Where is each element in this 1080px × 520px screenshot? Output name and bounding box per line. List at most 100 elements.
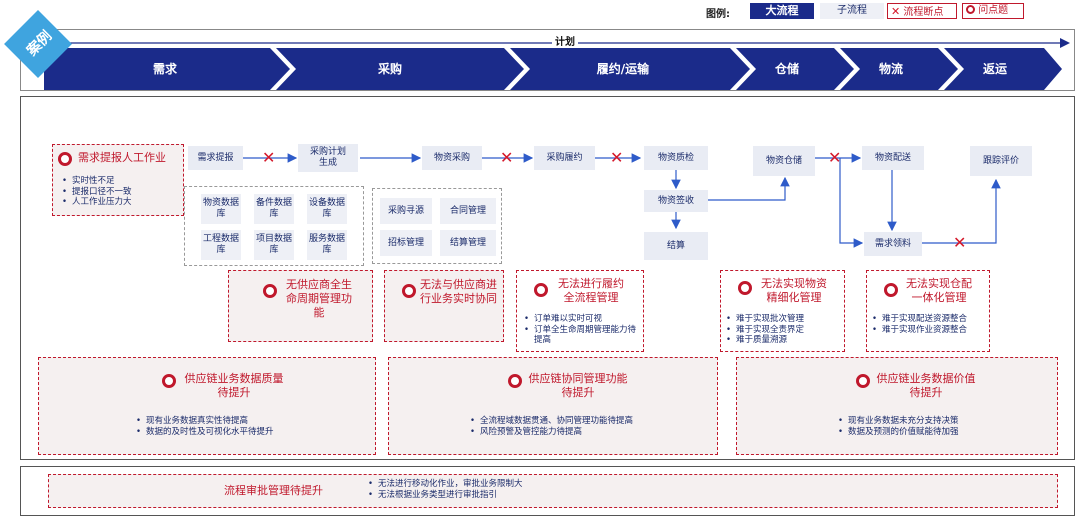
database-item: 物资数据库 — [201, 194, 241, 224]
stage-demand: 需求 — [152, 62, 177, 76]
issue-box-supplier — [228, 270, 373, 342]
database-item: 工程数据库 — [201, 230, 241, 260]
bullet-item: 现有业务数据真实性待提高 — [136, 416, 336, 427]
node-sign-receipt: 物资签收 — [644, 190, 708, 212]
issue-circle-icon — [58, 152, 72, 166]
approval-bullets: 无法进行移动化作业，审批业务限制大 无法根据业务类型进行审批指引 — [368, 479, 668, 500]
database-item: 服务数据库 — [307, 230, 347, 260]
issue-circle-icon — [884, 283, 898, 297]
purchase-sub-item: 合同管理 — [440, 198, 496, 224]
bullet-item: 人工作业压力大 — [62, 197, 180, 208]
stage-logistics: 物流 — [878, 62, 903, 76]
bullet-item: 实时性不足 — [62, 176, 180, 187]
plan-label: 计划 — [552, 33, 578, 48]
big-issue-box — [38, 357, 376, 455]
stage-logistics-shape — [840, 48, 958, 90]
issue-box-sync — [384, 270, 504, 342]
issue-bullets: 难于实现批次管理 难于实现全责界定 难于质量溯源 — [726, 314, 842, 346]
node-material-purchase: 物资采购 — [422, 146, 482, 170]
breakpoint-x-icon: ✕ — [828, 148, 842, 167]
bullet-item: 难于实现全责界定 — [726, 325, 842, 336]
bullet-item: 数据的及时性及可视化水平待提升 — [136, 427, 336, 438]
bullet-item: 难于实现批次管理 — [726, 314, 842, 325]
database-item: 设备数据库 — [307, 194, 347, 224]
bullet-item: 现有业务数据未充分支持决策 — [838, 416, 1038, 427]
issue-circle-icon — [856, 374, 870, 388]
issue-circle-icon — [508, 374, 522, 388]
database-item: 备件数据库 — [254, 194, 294, 224]
database-item: 项目数据库 — [254, 230, 294, 260]
approval-title: 流程审批管理待提升 — [224, 484, 323, 497]
big-issue-box — [388, 357, 718, 455]
issue-circle-icon — [738, 281, 752, 295]
demand-issue-title: 需求提报人工作业 — [78, 151, 166, 164]
big-issue-title: 供应链业务数据质量待提升 — [184, 372, 284, 399]
issue-circle-icon — [402, 284, 416, 298]
stage-purchase-shape — [276, 48, 524, 90]
bullet-item: 订单难以实时可视 — [524, 314, 642, 325]
stage-chevrons — [44, 48, 1062, 90]
big-issue-title: 供应链业务数据价值待提升 — [876, 372, 976, 399]
bullet-item: 难于实现配送资源整合 — [872, 314, 990, 325]
purchase-sub-item: 招标管理 — [380, 230, 432, 256]
breakpoint-x-icon: ✕ — [891, 5, 901, 18]
stage-warehouse: 仓储 — [774, 62, 799, 76]
legend-sub-flow: 子流程 — [820, 3, 884, 19]
big-issue-bullets: 全流程域数据贯通、协同管理功能待提高 风险预警及管控能力待提高 — [470, 416, 700, 437]
bullet-item: 无法进行移动化作业，审批业务限制大 — [368, 479, 668, 490]
node-warehouse: 物资仓储 — [753, 146, 815, 176]
node-quality-check: 物资质检 — [644, 146, 708, 170]
bullet-item: 风险预警及管控能力待提高 — [470, 427, 700, 438]
bullet-item: 难于质量溯源 — [726, 335, 842, 346]
big-issue-title: 供应链协同管理功能待提升 — [528, 372, 628, 399]
issue-title: 无法进行履约全流程管理 — [558, 277, 624, 304]
purchase-sub-item: 采购寻源 — [380, 198, 432, 224]
bullet-item: 订单全生命周期管理能力待提高 — [524, 325, 642, 346]
big-issue-box — [736, 357, 1058, 455]
bullet-item: 全流程域数据贯通、协同管理功能待提高 — [470, 416, 700, 427]
breakpoint-x-icon: ✕ — [262, 148, 276, 167]
legend-issue-label: 问点题 — [978, 5, 1009, 16]
legend-main-flow: 大流程 — [750, 3, 814, 19]
issue-bullets: 订单难以实时可视 订单全生命周期管理能力待提高 — [524, 314, 642, 346]
node-purchase-plan: 采购计划生成 — [298, 144, 358, 172]
breakpoint-x-icon: ✕ — [500, 148, 514, 167]
legend-label: 图例: — [706, 9, 730, 20]
stage-demand-shape — [44, 48, 290, 90]
issue-circle-icon — [263, 284, 277, 298]
big-issue-bullets: 现有业务数据未充分支持决策 数据及预测的价值赋能待加强 — [838, 416, 1038, 437]
stage-purchase: 采购 — [377, 62, 402, 76]
issue-bullets: 难于实现配送资源整合 难于实现作业资源整合 — [872, 314, 990, 335]
legend-issue: 问点题 — [962, 3, 1024, 19]
purchase-sub-item: 结算管理 — [440, 230, 496, 256]
stage-fulfill: 履约/运输 — [596, 62, 650, 76]
issue-circle-icon — [534, 283, 548, 297]
breakpoint-x-icon: ✕ — [610, 148, 624, 167]
demand-issue-bullets: 实时性不足 提报口径不一致 人工作业压力大 — [62, 176, 180, 208]
node-settlement: 结算 — [644, 232, 708, 260]
issue-title: 无供应商全生命周期管理功能 — [286, 278, 352, 319]
issue-title: 无法与供应商进行业务实时协同 — [420, 278, 497, 305]
breakpoint-x-icon: ✕ — [953, 233, 967, 252]
bullet-item: 无法根据业务类型进行审批指引 — [368, 490, 668, 501]
stage-warehouse-shape — [736, 48, 854, 90]
node-demand-receive: 需求领料 — [864, 232, 922, 256]
legend-breakpoint: ✕ 流程断点 — [887, 3, 957, 19]
issue-title: 无法实现物资精细化管理 — [761, 277, 827, 304]
stage-return: 返运 — [982, 62, 1007, 76]
issue-title: 无法实现仓配一体化管理 — [906, 277, 972, 304]
node-track-eval: 跟踪评价 — [970, 146, 1032, 176]
stage-fulfill-shape — [510, 48, 750, 90]
bullet-item: 提报口径不一致 — [62, 187, 180, 198]
bullet-item: 数据及预测的价值赋能待加强 — [838, 427, 1038, 438]
node-purchase-fulfill: 采购履约 — [534, 146, 595, 170]
node-distribution: 物资配送 — [862, 146, 924, 170]
legend-breakpoint-label: 流程断点 — [903, 7, 944, 18]
bullet-item: 难于实现作业资源整合 — [872, 325, 990, 336]
big-issue-bullets: 现有业务数据真实性待提高 数据的及时性及可视化水平待提升 — [136, 416, 336, 437]
stage-return-shape — [944, 48, 1062, 90]
issue-circle-icon — [966, 5, 975, 14]
node-demand-submit: 需求提报 — [188, 146, 243, 170]
issue-circle-icon — [162, 374, 176, 388]
